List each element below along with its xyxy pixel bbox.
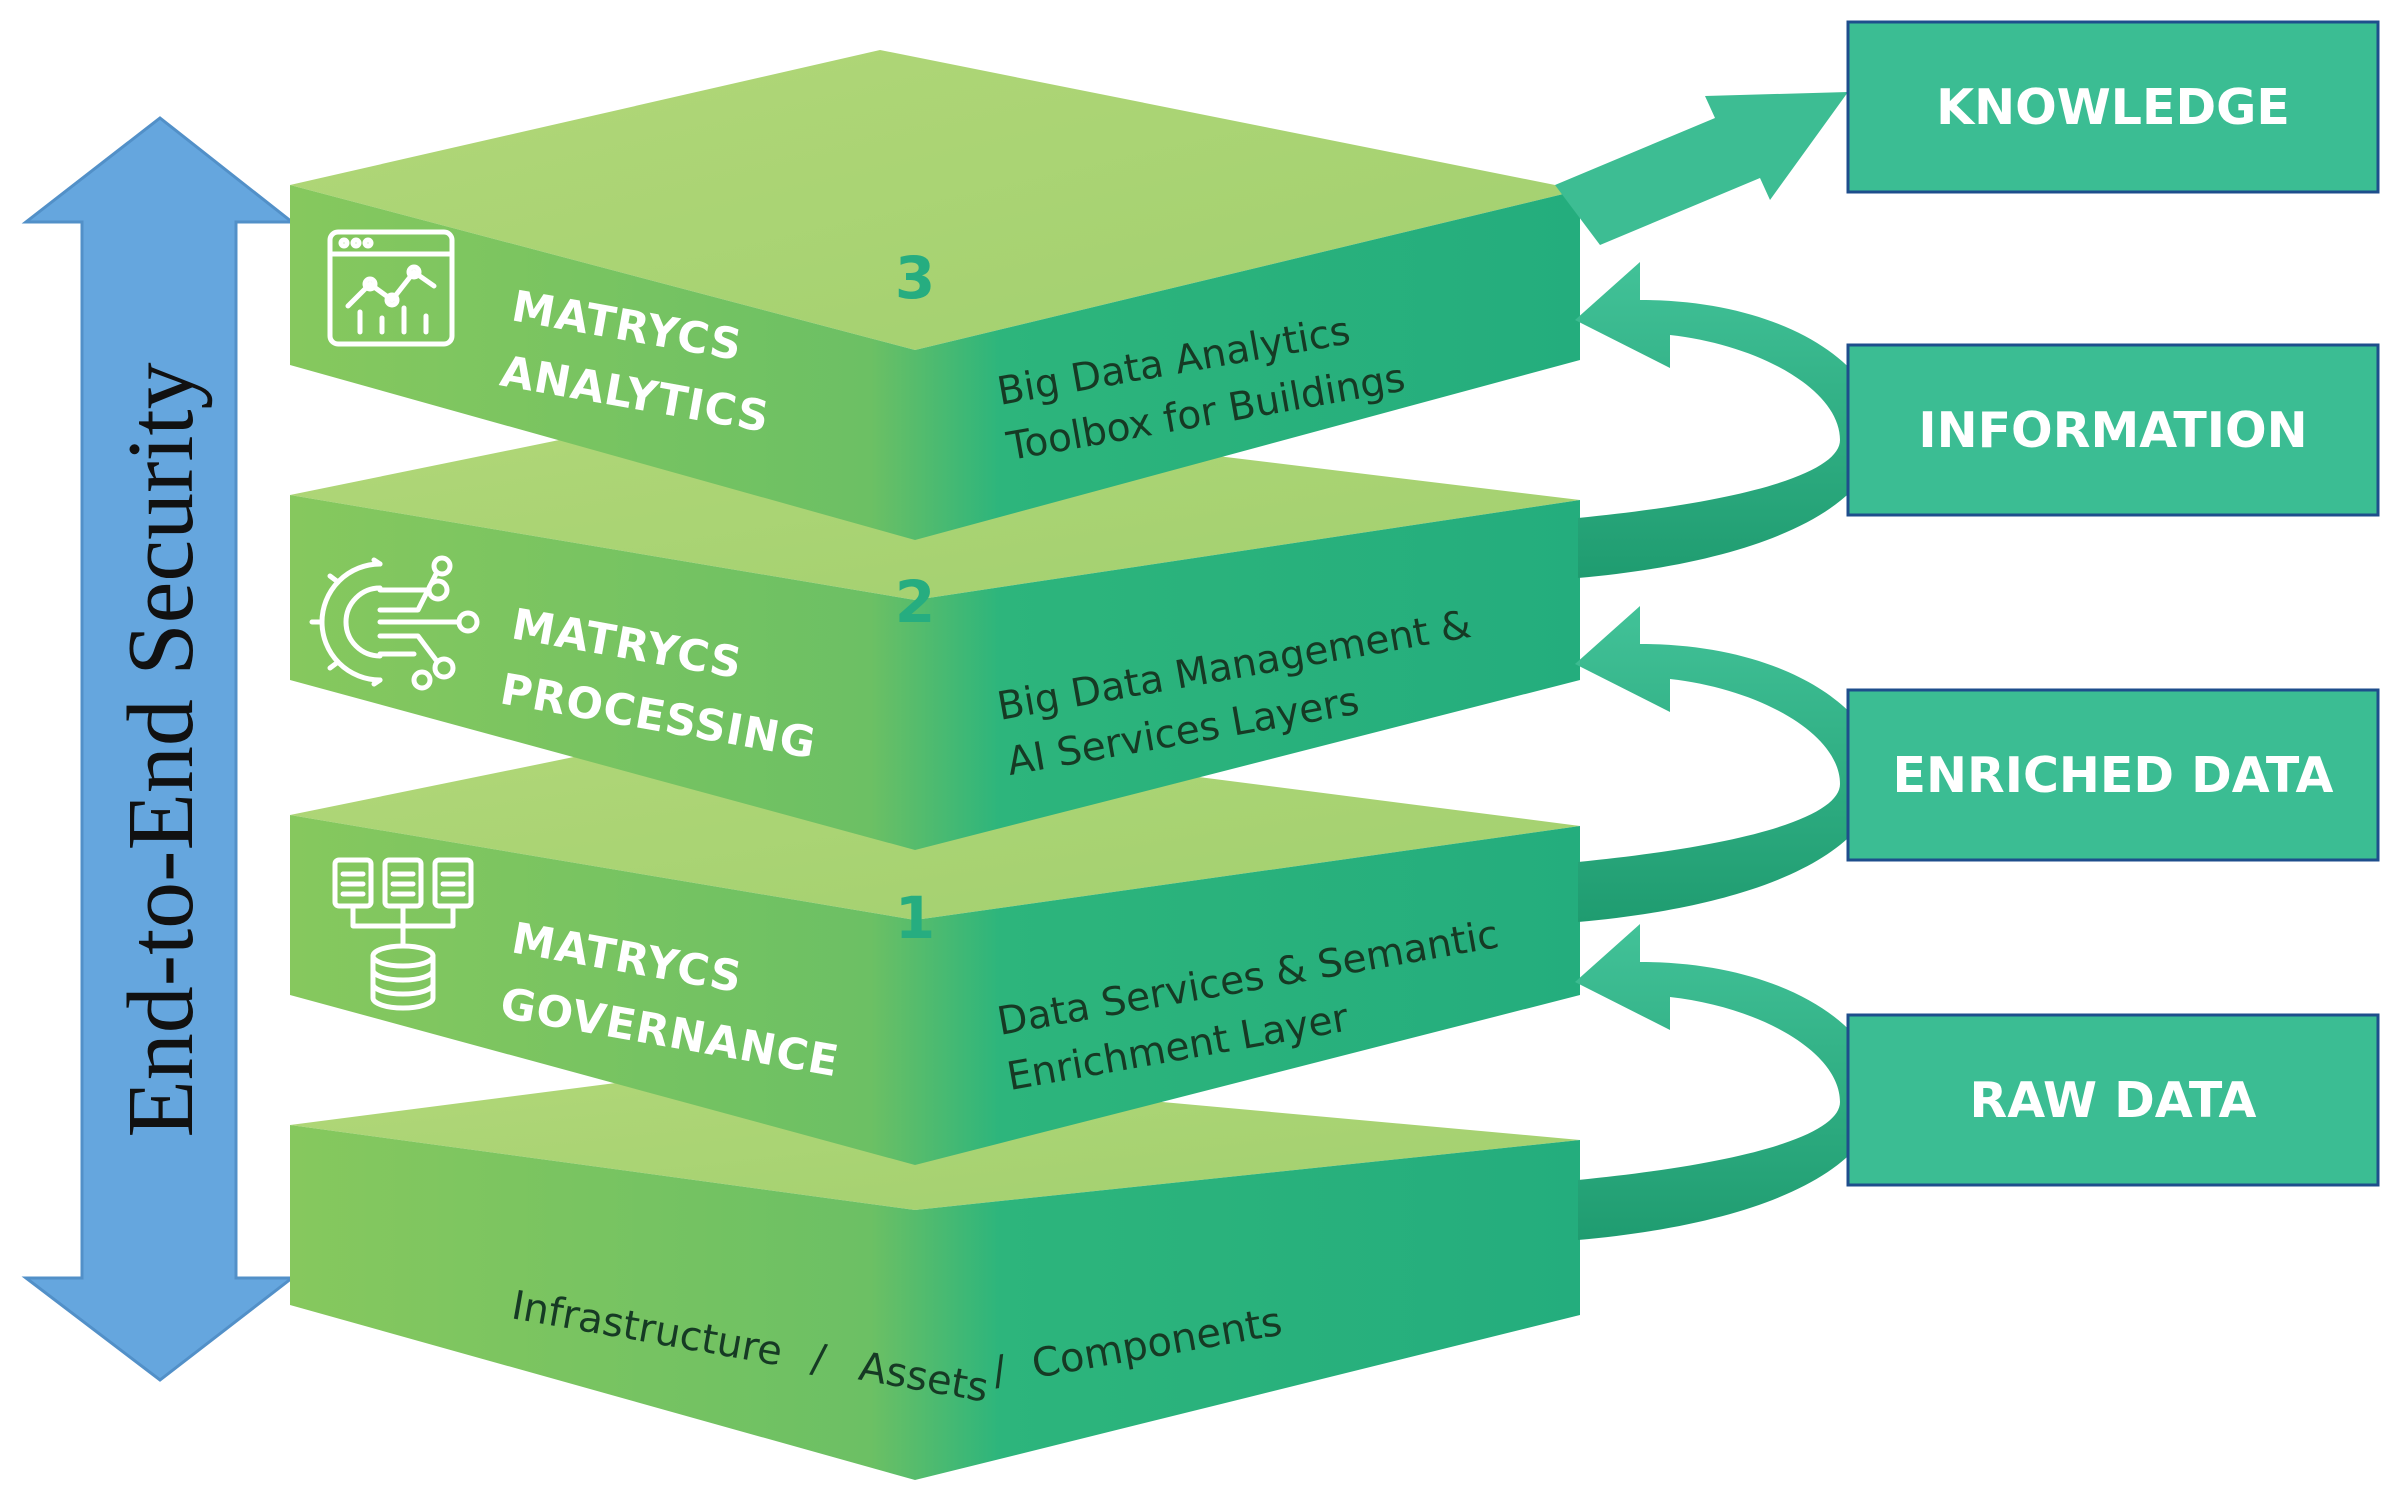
processing-gear-circuit-icon (309, 555, 480, 691)
information-label: INFORMATION (1918, 402, 2307, 459)
knowledge-arrow (1555, 92, 1848, 245)
analytics-top-face (290, 50, 1580, 350)
curved-arrow-enriched-data (1575, 606, 1880, 922)
information-box (1846, 343, 2380, 517)
knowledge-box (1846, 20, 2380, 194)
knowledge-label: KNOWLEDGE (1936, 79, 2290, 136)
layer-governance: 1 MATRYCS GOVERNANCE Data Services & Sem… (290, 720, 1580, 1165)
security-arrow-shape (21, 116, 297, 1382)
governance-front-face (290, 815, 1580, 1165)
analytics-chart-icon (327, 229, 455, 347)
enriched-data-box (1846, 688, 2380, 862)
security-double-arrow: End-to-End Security (21, 116, 297, 1382)
output-box-raw-data: RAW DATA (1846, 1013, 2380, 1187)
raw-data-box (1846, 1013, 2380, 1187)
curved-arrow-raw-data-body (1575, 924, 1880, 1240)
curved-arrow-information (1575, 262, 1880, 578)
processing-front-face (290, 495, 1580, 850)
analytics-front-face (290, 185, 1580, 540)
analytics-layer-number: 3 (895, 244, 935, 312)
output-box-information: INFORMATION (1846, 343, 2380, 517)
curved-arrow-enriched-data-body (1575, 606, 1880, 922)
security-label: End-to-End Security (109, 362, 213, 1137)
output-box-knowledge: KNOWLEDGE (1846, 20, 2380, 194)
base-front-face (290, 1125, 1580, 1480)
curved-arrow-information-body (1575, 262, 1880, 578)
raw-data-label: RAW DATA (1970, 1072, 2257, 1129)
output-box-enriched-data: ENRICHED DATA (1846, 688, 2380, 862)
enriched-data-label: ENRICHED DATA (1893, 747, 2334, 804)
governance-layer-number: 1 (895, 884, 935, 952)
curved-arrow-raw-data (1575, 924, 1880, 1240)
processing-layer-number: 2 (895, 568, 935, 636)
base-layer: Infrastructure / Assets / Components (290, 1065, 1580, 1480)
governance-database-icon (332, 857, 474, 1011)
